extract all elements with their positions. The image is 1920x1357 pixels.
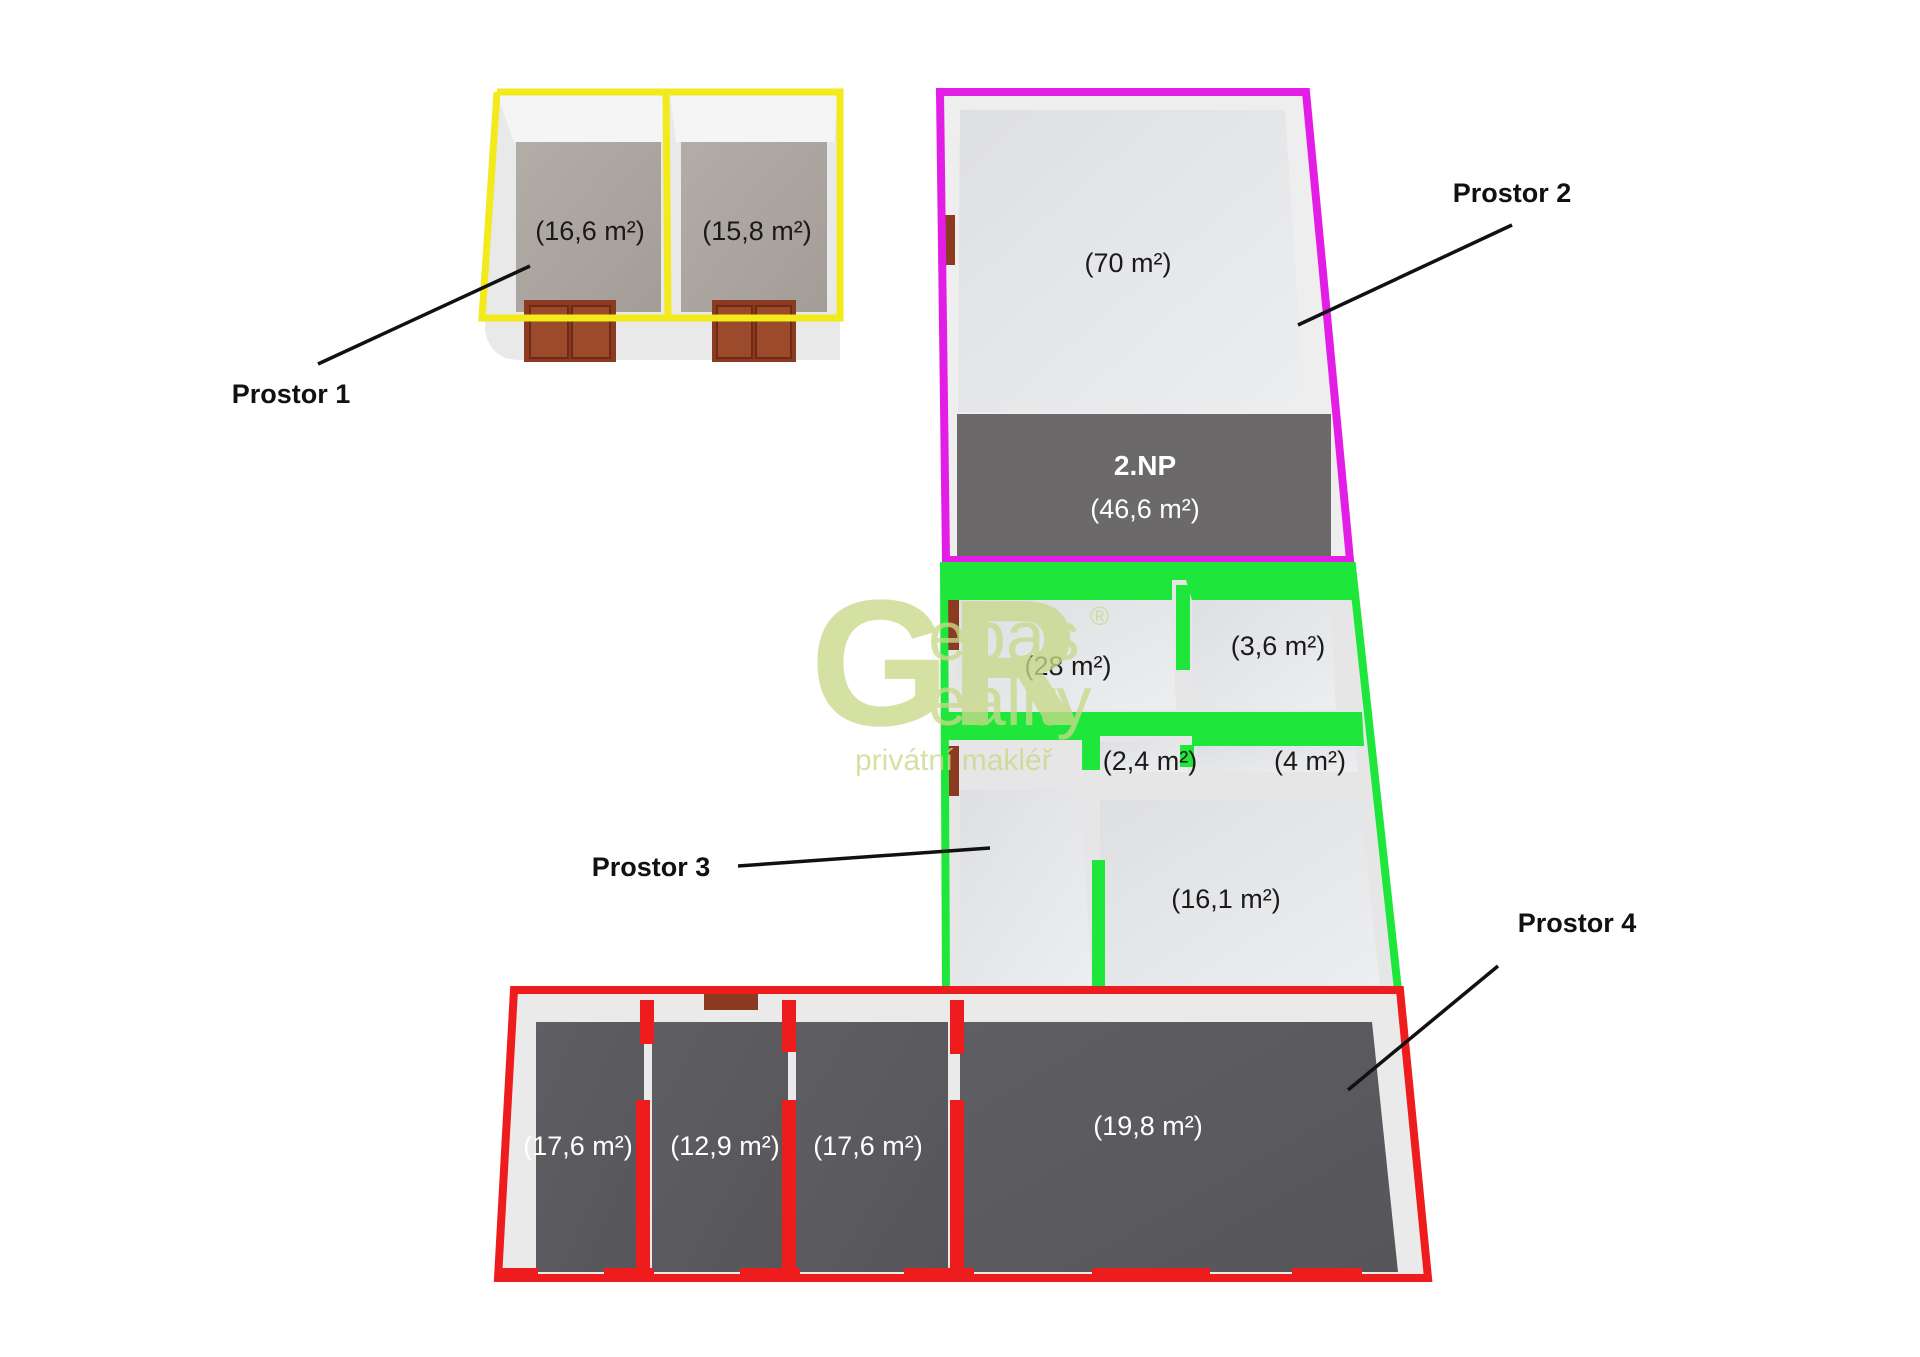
callout-line	[737, 846, 991, 868]
callout-line	[1297, 223, 1513, 327]
prostor1-border	[478, 88, 844, 322]
room-floor	[796, 1022, 948, 1272]
room-area-label: (4 m²)	[1274, 746, 1346, 776]
room-area-label: (16,1 m²)	[1171, 884, 1281, 914]
prostor1-block: (16,6 m²) (15,8 m²)	[478, 88, 844, 362]
room-floor	[960, 1022, 1398, 1272]
prostor4-block: (17,6 m²) (12,9 m²) (17,6 m²) (19,8 m²)	[493, 986, 1433, 1282]
room-area-label: (17,6 m²)	[813, 1131, 923, 1161]
room-area-label: (15,8 m²)	[702, 216, 812, 246]
room-area-label: (17,6 m²)	[523, 1131, 633, 1161]
prostor3-block: (28 m²) (3,6 m²) (2,4 m²) (4 m²) (16,1 m…	[939, 562, 1403, 994]
space-label-prostor2: Prostor 2	[1453, 178, 1572, 208]
room-floor	[958, 600, 1176, 710]
logo-registered: ®	[1090, 601, 1109, 631]
room-area-label: (70 m²)	[1085, 248, 1172, 278]
room-area-label: (12,9 m²)	[670, 1131, 780, 1161]
callout-line	[1346, 964, 1500, 1092]
logo-letters: GR	[810, 563, 1080, 764]
room-floor	[960, 790, 1092, 985]
upper-floor-label: 2.NP	[1114, 450, 1176, 481]
room-floor	[652, 1022, 788, 1272]
room-area-label: (16,6 m²)	[535, 216, 645, 246]
room-area-label: (19,8 m²)	[1093, 1111, 1203, 1141]
room-floor	[536, 1022, 644, 1272]
door-icon	[948, 600, 959, 650]
room-floor	[1100, 800, 1380, 985]
space-label-prostor4: Prostor 4	[1518, 908, 1637, 938]
room-area-label: (28 m²)	[1025, 651, 1112, 681]
room-floor	[1196, 742, 1358, 772]
prostor2-border	[935, 88, 1355, 564]
gebas-reality-watermark: GR ebas eality ® privátní makléř	[810, 563, 1109, 777]
logo-tagline: privátní makléř	[855, 744, 1053, 777]
door-icon	[704, 990, 758, 1010]
door-icon	[524, 300, 616, 362]
prostor4-border	[493, 986, 1433, 1282]
room-floor	[516, 142, 661, 312]
space-label-prostor3: Prostor 3	[592, 852, 711, 882]
prostor2-block: (70 m²) 2.NP (46,6 m²)	[935, 88, 1355, 566]
upper-floor-block	[957, 414, 1331, 560]
door-icon	[948, 746, 959, 796]
door-icon	[712, 300, 796, 362]
upper-floor-area: (46,6 m²)	[1090, 494, 1200, 524]
room-area-label: (3,6 m²)	[1231, 631, 1326, 661]
room-floor	[681, 142, 827, 312]
space-label-prostor1: Prostor 1	[232, 379, 351, 409]
callout-line	[317, 264, 531, 366]
room-floor	[1090, 742, 1188, 772]
room-floor	[1192, 600, 1336, 710]
room-area-label: (2,4 m²)	[1103, 746, 1198, 776]
logo-brand-line2: eality	[928, 662, 1091, 740]
logo-brand-line1: ebas	[928, 597, 1080, 675]
callouts	[317, 223, 1513, 1092]
room-floor	[958, 110, 1305, 412]
